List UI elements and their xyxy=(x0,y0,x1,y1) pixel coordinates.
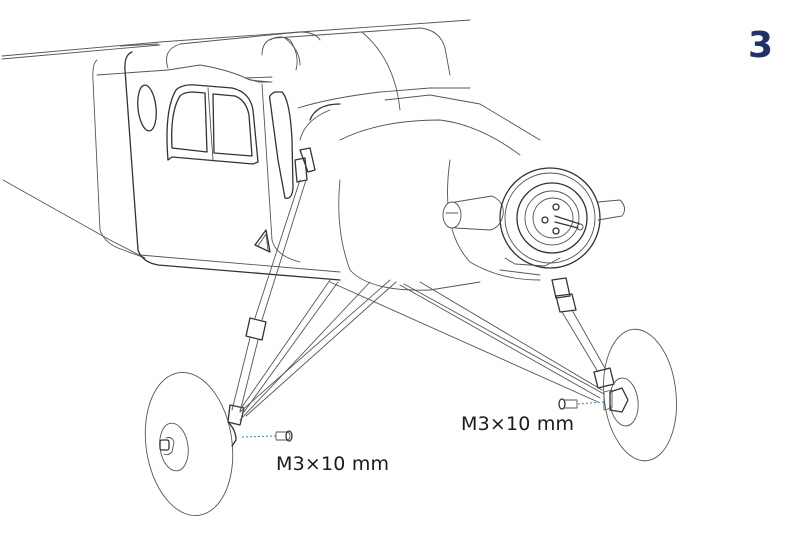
right-screw-callout: M3×10 mm xyxy=(461,413,575,435)
left-wheel xyxy=(144,371,237,517)
left-screw-callout: M3×10 mm xyxy=(276,453,390,475)
fuselage xyxy=(2,31,341,281)
right-screw xyxy=(558,398,605,410)
step-number: 3 xyxy=(748,25,774,66)
wing xyxy=(1,19,471,60)
cowling xyxy=(261,27,625,291)
right-strut xyxy=(329,277,615,403)
left-strut xyxy=(227,147,397,426)
left-screw xyxy=(241,430,293,442)
right-wheel xyxy=(603,328,677,462)
